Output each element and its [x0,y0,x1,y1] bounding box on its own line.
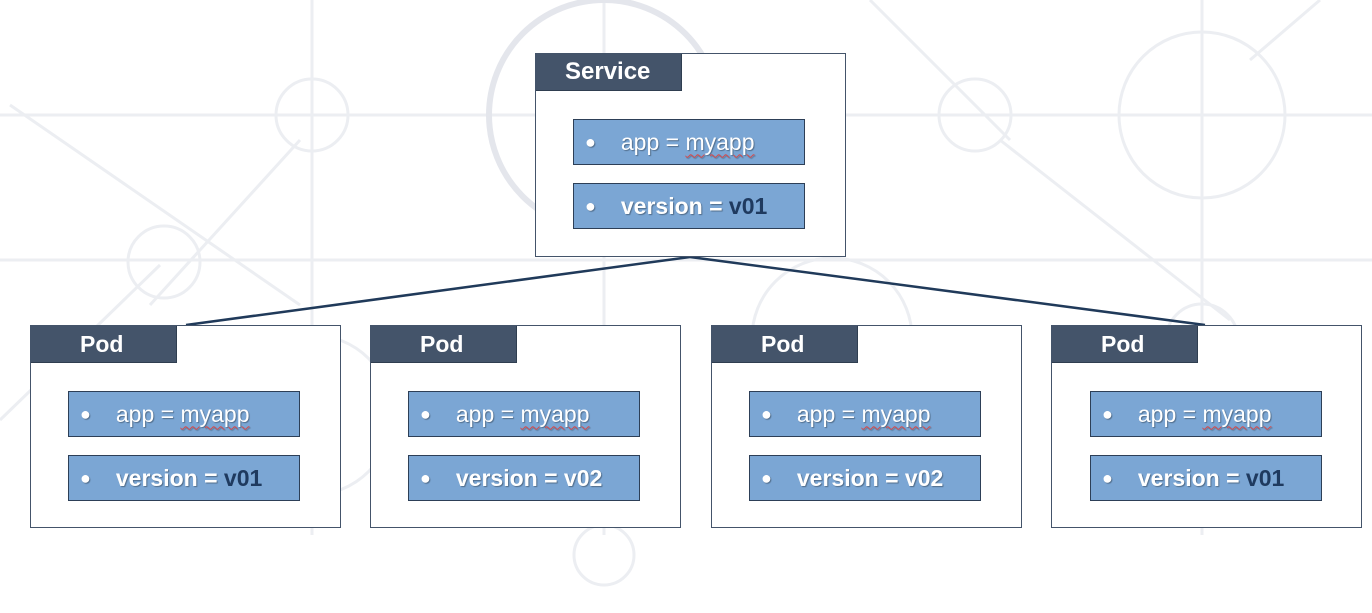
pod-label-app: ● app = myapp [1090,391,1322,437]
pod-label-version: ● version = v01 [68,455,300,501]
label-value: v01 [1245,464,1285,491]
label-key: app [455,400,495,427]
label-key: app [1137,400,1177,427]
bullet-icon: ● [80,403,91,424]
label-op: = [709,192,723,219]
label-key: app [115,400,155,427]
pod-label-version: ● version = v01 [1090,455,1322,501]
service-label-version: ● version = v01 [573,183,805,229]
bullet-icon: ● [420,403,431,424]
service-title: Service [536,54,682,91]
label-op: = [160,400,175,427]
pod-title: Pod [712,326,858,363]
label-op: = [204,464,218,491]
label-value: v01 [728,192,768,219]
label-key: version [115,464,198,491]
label-op: = [1182,400,1197,427]
bullet-icon: ● [80,467,91,488]
label-value: myapp [1202,400,1272,427]
bullet-icon: ● [1102,467,1113,488]
service-label-app: ● app = myapp [573,119,805,165]
label-op: = [1226,464,1240,491]
pod-label-app: ● app = myapp [749,391,981,437]
connector-service-pod-4 [689,255,1206,327]
bullet-icon: ● [585,131,596,152]
label-key: version [455,464,538,491]
label-key: version [620,192,703,219]
label-value: myapp [685,128,755,155]
service-box: Service ● app = myapp ● version = v01 [535,53,846,257]
label-op: = [500,400,515,427]
label-op: = [885,464,899,491]
pod-box-3: Pod ● app = myapp ● version = v02 [711,325,1022,528]
pod-title: Pod [371,326,517,363]
pod-title: Pod [31,326,177,363]
bullet-icon: ● [761,403,772,424]
pod-box-4: Pod ● app = myapp ● version = v01 [1051,325,1362,528]
label-key: version [796,464,879,491]
connector-service-pod-1 [185,255,691,327]
bullet-icon: ● [761,467,772,488]
bullet-icon: ● [420,467,431,488]
pod-label-app: ● app = myapp [68,391,300,437]
bullet-icon: ● [585,195,596,216]
label-key: version [1137,464,1220,491]
label-op: = [665,128,680,155]
label-value: myapp [520,400,590,427]
pod-box-2: Pod ● app = myapp ● version = v02 [370,325,681,528]
pod-box-1: Pod ● app = myapp ● version = v01 [30,325,341,528]
label-value: myapp [180,400,250,427]
label-value: myapp [861,400,931,427]
label-value: v01 [223,464,263,491]
pod-label-app: ● app = myapp [408,391,640,437]
label-value: v02 [904,464,944,491]
pod-label-version: ● version = v02 [408,455,640,501]
label-op: = [544,464,558,491]
label-op: = [841,400,856,427]
pod-label-version: ● version = v02 [749,455,981,501]
label-key: app [796,400,836,427]
bullet-icon: ● [1102,403,1113,424]
label-key: app [620,128,660,155]
label-value: v02 [563,464,603,491]
pod-title: Pod [1052,326,1198,363]
